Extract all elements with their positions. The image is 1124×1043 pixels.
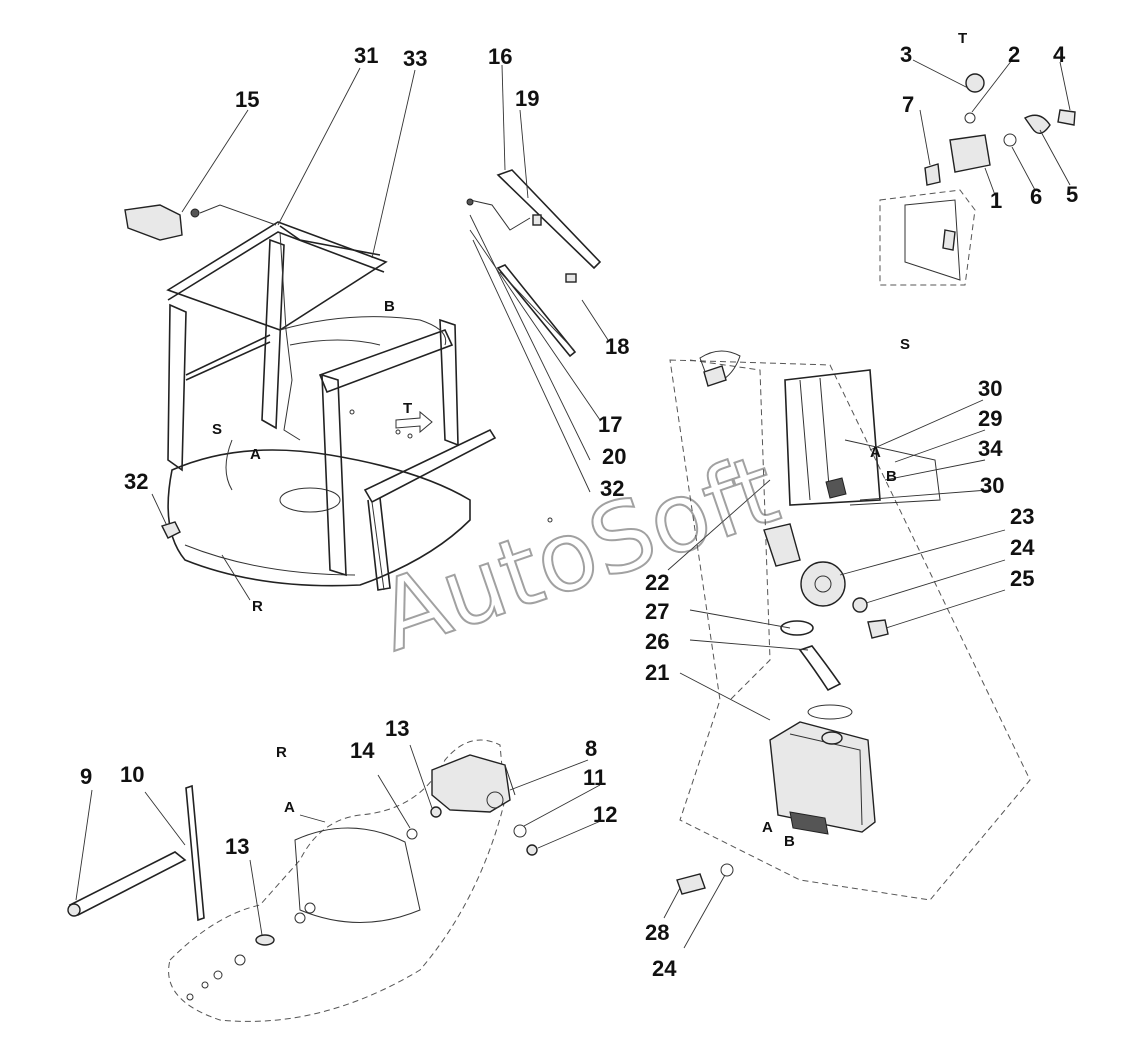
callout-14: 14 xyxy=(350,738,375,763)
marker-a-reservoir: A xyxy=(762,819,773,836)
callout-16: 16 xyxy=(488,44,512,69)
marker-b-frame: B xyxy=(384,298,395,315)
callout-29: 29 xyxy=(978,406,1002,431)
marker-a-detail-s: A xyxy=(870,444,881,461)
view-label-r: R xyxy=(276,744,287,761)
callout-33: 33 xyxy=(403,46,427,71)
watermark-text: AutoSoft xyxy=(365,433,791,673)
washer-reservoir-assembly xyxy=(663,350,1031,949)
rear-wiper-motor xyxy=(124,204,277,241)
callout-15: 15 xyxy=(235,87,259,112)
marker-s-frame: S xyxy=(212,421,222,438)
fastener-32-left xyxy=(161,521,181,539)
marker-b-reservoir: B xyxy=(784,833,795,850)
view-label-s: S xyxy=(900,336,910,353)
callout-9: 9 xyxy=(80,764,92,789)
callout-30-a: 30 xyxy=(978,376,1002,401)
callout-28: 28 xyxy=(645,920,669,945)
callout-32-a: 32 xyxy=(124,469,148,494)
detail-t xyxy=(879,59,1076,286)
callout-24-b: 24 xyxy=(652,956,677,981)
callout-6: 6 xyxy=(1030,184,1042,209)
leader-lines-frame xyxy=(151,64,609,601)
front-wiper-assembly xyxy=(466,169,602,358)
callout-12: 12 xyxy=(593,802,617,827)
detail-r xyxy=(67,739,604,1022)
callout-19: 19 xyxy=(515,86,539,111)
callout-31: 31 xyxy=(354,43,378,68)
view-letters: T S R S T R A A A A B B B xyxy=(212,30,967,850)
callout-1: 1 xyxy=(990,188,1002,213)
marker-a-detail-r: A xyxy=(284,799,295,816)
callout-2: 2 xyxy=(1008,42,1020,67)
callout-3: 3 xyxy=(900,42,912,67)
callout-25: 25 xyxy=(1010,566,1034,591)
callout-numbers: 1 2 3 4 5 6 7 8 9 10 11 12 13 13 13 14 1… xyxy=(80,42,1078,981)
callout-24-a: 24 xyxy=(1010,535,1035,560)
cab-frame xyxy=(166,221,553,591)
callout-23: 23 xyxy=(1010,504,1034,529)
callout-5: 5 xyxy=(1066,182,1078,207)
callout-32-b: 32 xyxy=(600,476,624,501)
marker-r-frame: R xyxy=(252,598,263,615)
callout-22: 22 xyxy=(645,570,669,595)
marker-t-frame: T xyxy=(403,400,412,417)
callout-8: 8 xyxy=(585,736,597,761)
callout-21: 21 xyxy=(645,660,669,685)
marker-b-detail-s: B xyxy=(886,468,897,485)
view-label-t: T xyxy=(958,30,967,47)
callout-4: 4 xyxy=(1053,42,1066,67)
callout-18: 18 xyxy=(605,334,629,359)
callout-17: 17 xyxy=(598,412,622,437)
callout-7: 7 xyxy=(902,92,914,117)
marker-a-frame: A xyxy=(250,446,261,463)
callout-34: 34 xyxy=(978,436,1003,461)
callout-30-b: 30 xyxy=(980,473,1004,498)
callout-13-a: 13 xyxy=(385,716,409,741)
callout-11: 11 xyxy=(583,765,606,790)
callout-20: 20 xyxy=(602,444,626,469)
callout-26: 26 xyxy=(645,629,669,654)
callout-27: 27 xyxy=(645,599,669,624)
callout-10: 10 xyxy=(120,762,144,787)
callout-13-b: 13 xyxy=(225,834,249,859)
